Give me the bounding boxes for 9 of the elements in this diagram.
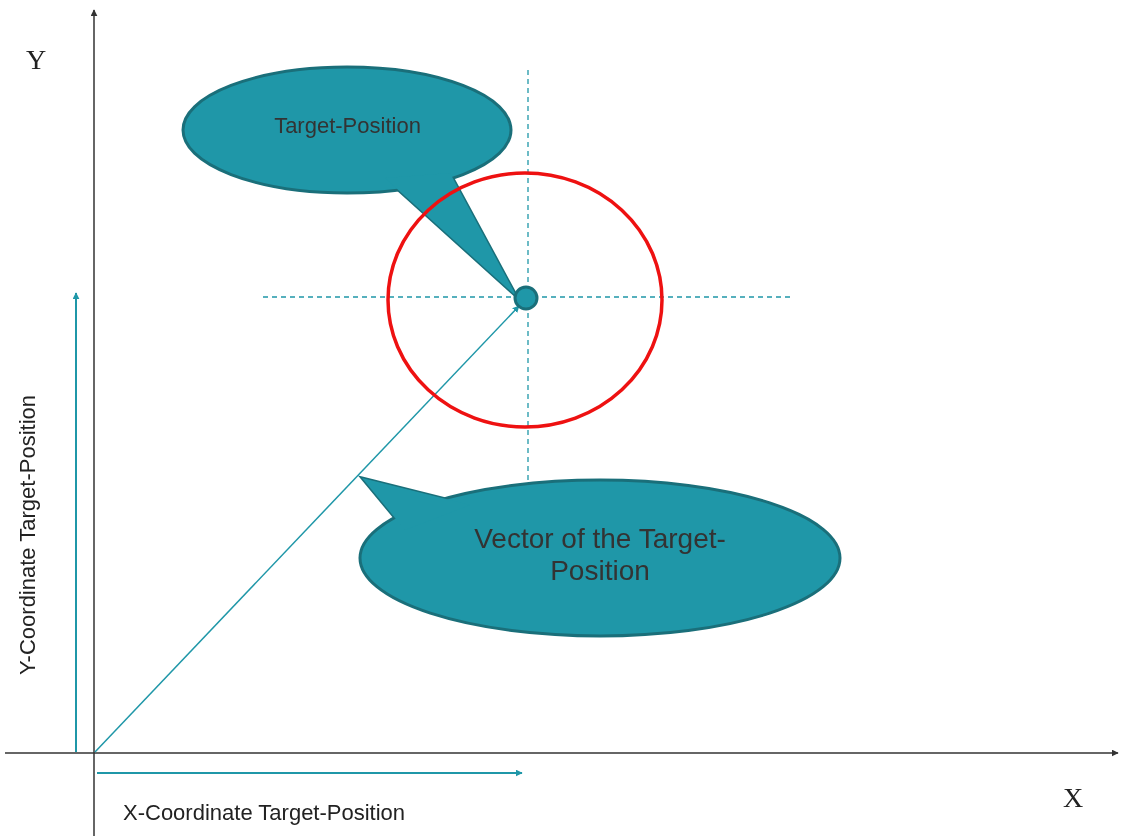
- axis-caption: Y-Coordinate Target-Position: [15, 394, 41, 676]
- axis-label: X: [1063, 782, 1084, 814]
- callout-text: Target-Position: [273, 113, 422, 139]
- target-point: [513, 285, 539, 311]
- callout-text: Vector of the Target-Position: [473, 523, 727, 587]
- target-circle: [386, 171, 664, 429]
- axis-caption: X-Coordinate Target-Position: [123, 800, 406, 826]
- axis-label: Y: [26, 44, 47, 76]
- vector-arrow: [94, 305, 520, 753]
